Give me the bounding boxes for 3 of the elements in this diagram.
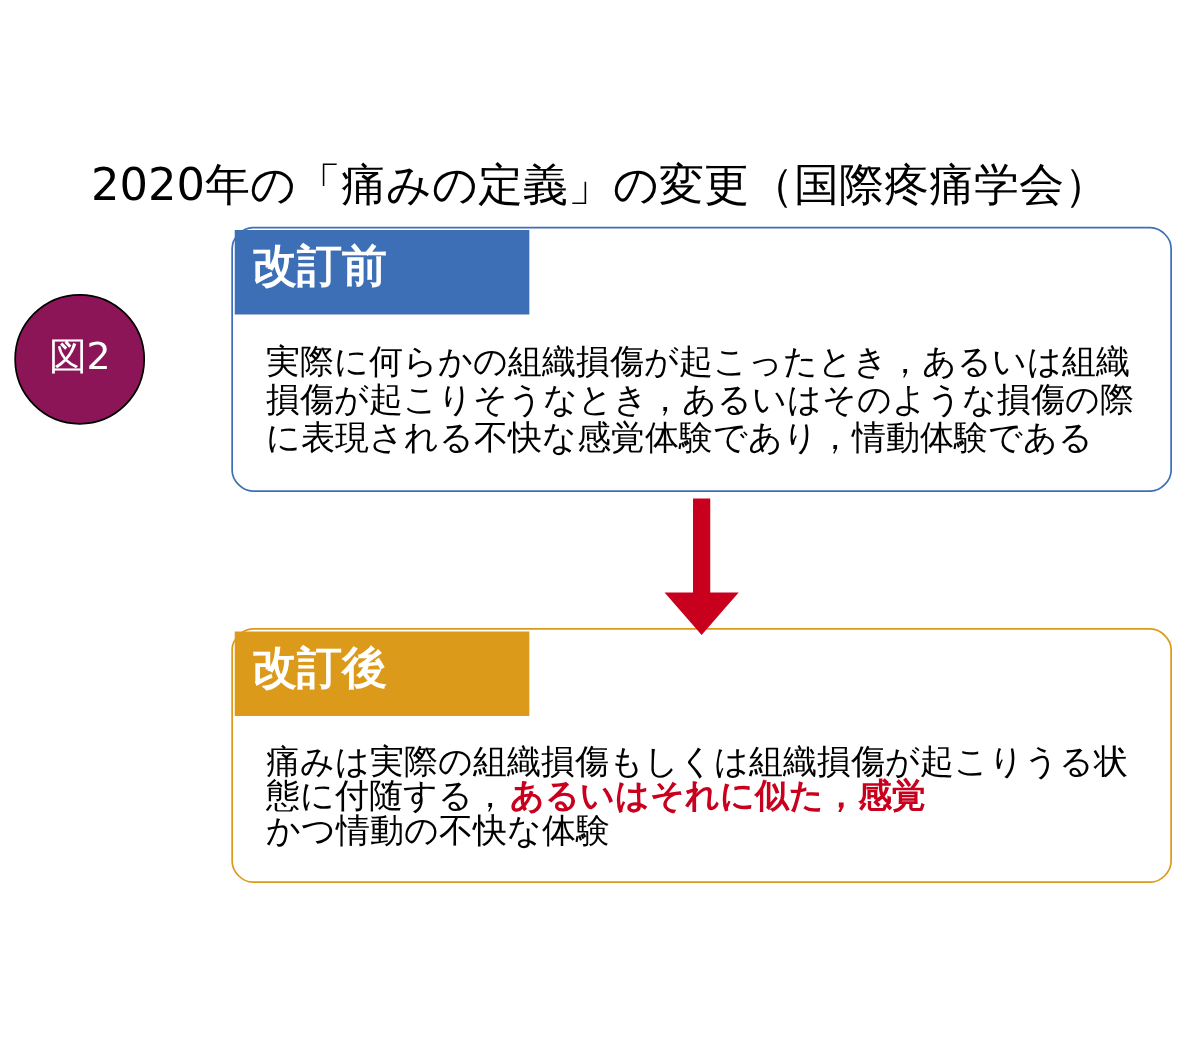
diagram-title: 2020年の「痛みの定義」の変更（国際疼痛学会） [91,157,1109,211]
arrow [664,498,739,635]
label: 図2 [48,333,111,378]
